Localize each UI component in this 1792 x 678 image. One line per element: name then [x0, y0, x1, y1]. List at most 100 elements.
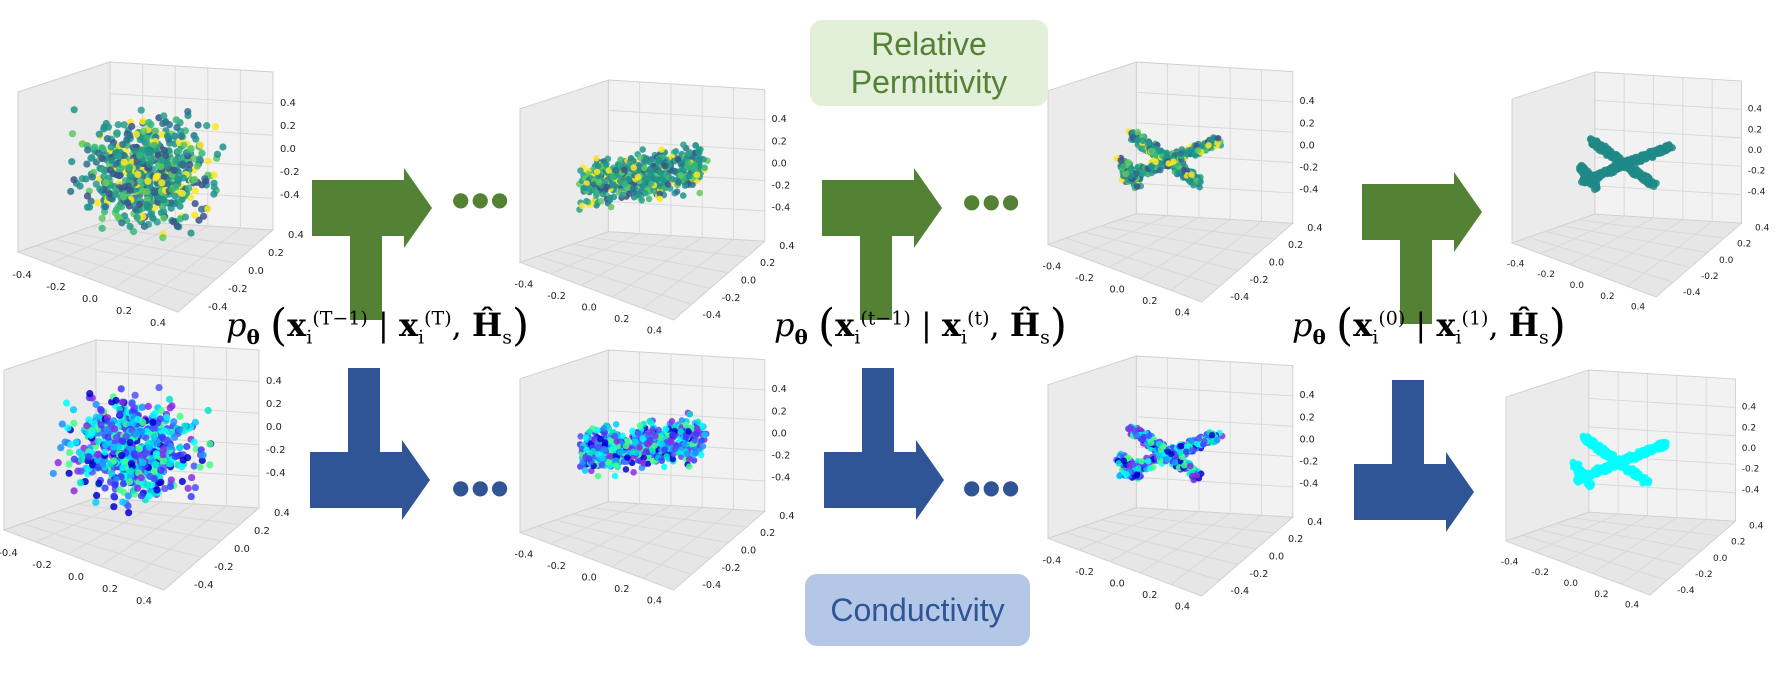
scatter-point	[160, 112, 168, 120]
scatter-point	[577, 433, 584, 440]
scatter-point	[138, 403, 147, 411]
scatter-point	[1654, 149, 1662, 158]
scatter-point	[1195, 435, 1203, 442]
axis-tick-label: 0.4	[1307, 223, 1322, 234]
scatter-point	[118, 219, 126, 227]
scatter-point	[163, 437, 171, 445]
scatter-point	[112, 433, 121, 442]
axis-tick-label: 0.0	[1713, 554, 1728, 564]
scatter-point	[158, 179, 166, 187]
scatter-point	[139, 458, 147, 467]
scatter-point	[656, 190, 664, 198]
conductivity-arrow-2	[824, 368, 944, 520]
scatter-point	[101, 448, 109, 456]
reverse-step-formula-2: pθ (xi(t−1) | xi(t), Ĥs)	[774, 300, 1068, 351]
scatter-point	[1183, 448, 1190, 456]
scatter-point	[157, 156, 166, 164]
scatter-point	[593, 168, 601, 176]
scatter-point	[143, 427, 151, 436]
axis-tick-label: 0.2	[254, 526, 270, 537]
scatter-point	[191, 199, 199, 208]
axis-tick-label: 0.4	[1307, 517, 1322, 528]
scatter-point	[645, 195, 653, 203]
scatter-point	[210, 183, 218, 191]
scatter-point	[161, 484, 169, 493]
conductivity-text: Conductivity	[830, 591, 1005, 628]
scatter-point	[1196, 183, 1203, 191]
axis-tick-label: 0.0	[1109, 284, 1124, 295]
scatter-point	[120, 158, 128, 166]
scatter-point	[92, 498, 100, 507]
scatter-point	[1165, 160, 1172, 167]
scatter-point	[136, 200, 144, 208]
scatter-point	[102, 441, 110, 449]
scatter-point	[603, 183, 611, 191]
scatter-point	[179, 174, 187, 182]
scatter-point	[698, 437, 705, 444]
scatter-point	[692, 449, 700, 457]
scatter-point	[134, 415, 142, 424]
axis-tick-label: 0.2	[266, 399, 282, 410]
axis-tick-label: -0.2	[547, 291, 566, 302]
scatter-point	[65, 469, 73, 477]
axis-tick-label: -0.2	[1300, 162, 1319, 173]
scatter-point	[83, 422, 91, 430]
scatter-point	[593, 155, 600, 162]
scatter-point	[102, 178, 110, 187]
scatter-point	[178, 195, 186, 204]
axis-tick-label: -0.2	[1742, 465, 1760, 475]
scatter-point	[171, 192, 179, 200]
scatter-point	[98, 155, 106, 163]
scatter-point	[1638, 152, 1646, 160]
scatter-point	[607, 203, 615, 211]
scatter-point	[1643, 152, 1651, 160]
scatter-point	[1602, 148, 1610, 157]
scatter-point	[176, 412, 184, 420]
scatter-point	[684, 159, 692, 166]
axis-tick-label: -0.4	[772, 203, 791, 214]
axis-tick-label: 0.2	[268, 248, 284, 259]
scatter-point	[136, 151, 144, 159]
scatter-point	[88, 429, 96, 437]
axis-tick-label: -0.2	[1531, 568, 1549, 578]
scatter-point	[1636, 169, 1645, 177]
axis-tick-label: 0.2	[1300, 412, 1315, 423]
scatter-point	[692, 142, 699, 149]
scatter-point	[92, 180, 100, 188]
scatter-point	[1621, 463, 1629, 471]
ellipsis-3: ●●●	[452, 475, 510, 499]
scatter-point	[193, 162, 201, 170]
scatter-point	[658, 146, 665, 153]
scatter-point	[126, 438, 134, 447]
scatter-point	[664, 181, 672, 188]
scatter-point	[1145, 139, 1152, 147]
scatter-point	[622, 466, 630, 473]
scatter-point	[153, 439, 161, 447]
scatter-point	[600, 425, 608, 432]
scatter-point	[159, 445, 168, 453]
scatter-point	[170, 418, 178, 426]
scatter-point	[95, 479, 103, 488]
scatter-point	[662, 162, 669, 170]
axis-tick-label: 0.4	[1175, 601, 1190, 612]
scatter-point	[119, 464, 127, 472]
scatter-point	[1572, 462, 1580, 470]
scatter-point	[152, 450, 160, 458]
axis-tick-label: 0.2	[102, 584, 118, 595]
scatter-point	[590, 448, 597, 455]
scatter-point	[689, 181, 696, 189]
scatter-point	[1157, 166, 1164, 174]
axis-tick-label: 0.2	[614, 584, 629, 595]
scatter-point	[204, 157, 212, 165]
scatter-point	[155, 383, 163, 392]
scatter-point	[130, 450, 138, 458]
scatter-point	[597, 197, 605, 205]
scatter-point	[118, 452, 126, 460]
scatter-point	[87, 197, 95, 205]
scatter-point	[597, 455, 605, 462]
axis-tick-label: -0.4	[1507, 259, 1525, 269]
axis-tick-label: -0.2	[280, 167, 300, 178]
scatter-point	[70, 176, 78, 184]
scatter-point	[1600, 467, 1609, 476]
axis-tick-label: 0.2	[1731, 538, 1745, 548]
